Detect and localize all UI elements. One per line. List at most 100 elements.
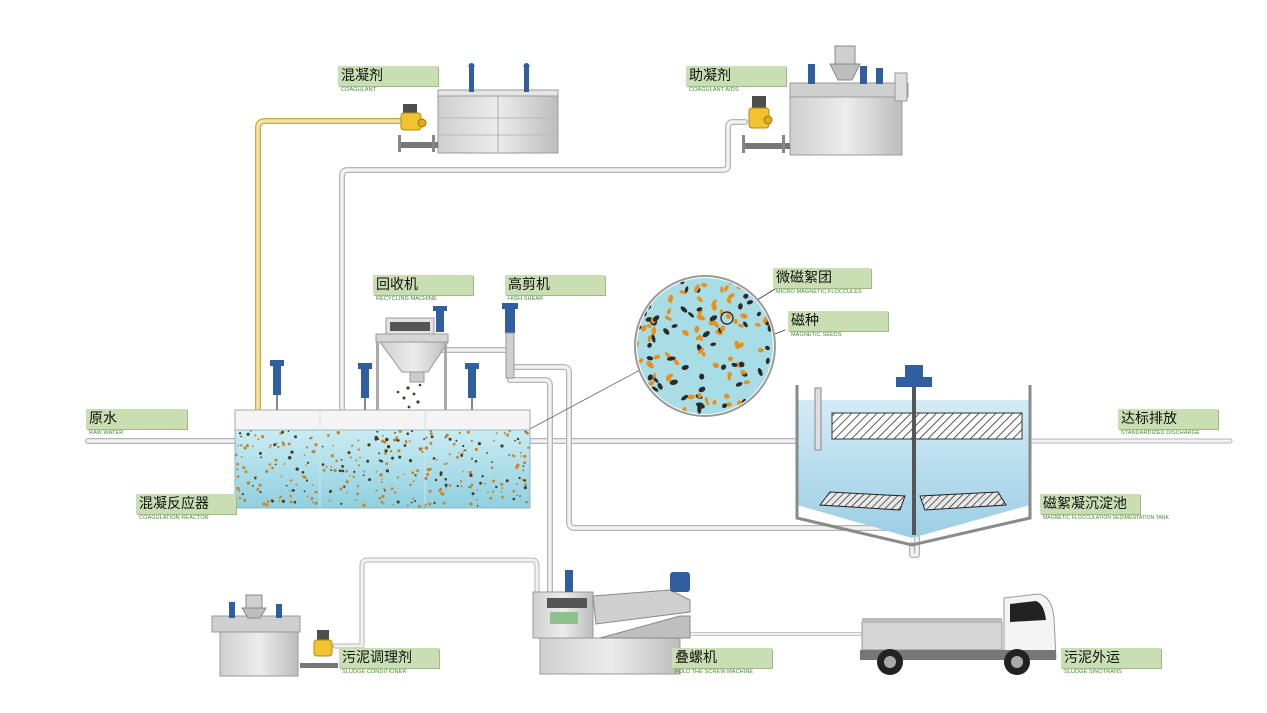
reactor-particle [522, 469, 525, 472]
reactor-particle [336, 431, 340, 435]
reactor-particle [469, 502, 473, 506]
reactor-particle [476, 505, 479, 507]
floc-particle [754, 322, 761, 327]
reactor-particle [376, 430, 379, 433]
sludge-truck [860, 593, 1057, 675]
reactor-particle [471, 457, 473, 460]
reactor-particle [303, 454, 306, 456]
reactor-particle [444, 478, 448, 481]
reactor-particle [380, 459, 384, 463]
floc-particle [647, 374, 653, 381]
reactor-particle [514, 439, 516, 442]
floc-particle [720, 325, 726, 332]
reactor-particle [490, 466, 494, 470]
reactor-particle [424, 446, 429, 450]
floc-particle [733, 318, 738, 325]
reactor-particle [237, 444, 239, 447]
reactor-particle [489, 496, 493, 500]
reactor-particle [404, 439, 408, 443]
floc-particle [734, 340, 740, 350]
label-coagulant-aids-en: COAGULANT AIDS [689, 87, 739, 93]
floc-particle [695, 402, 704, 406]
reactor-particle [458, 452, 460, 454]
reactor-particle [458, 431, 461, 435]
floc-particle [735, 382, 743, 387]
label-sedimentation-tank-cn: 磁絮凝沉淀池 [1043, 496, 1127, 512]
reactor-particle [474, 460, 478, 463]
reactor-particle [508, 430, 511, 433]
reactor-particle [394, 432, 396, 434]
floc-particle [645, 401, 651, 407]
reactor-particle [340, 459, 343, 461]
reactor-particle [339, 487, 343, 491]
reactor-particle [357, 439, 360, 442]
reactor-particle [355, 459, 358, 462]
reactor-particle [278, 500, 281, 502]
label-sedimentation-tank-en: MAGNETIC FLOCCULATION SEDIMENTATION TANK [1043, 515, 1170, 521]
reactor-particle [439, 492, 442, 494]
floc-particle [680, 306, 688, 313]
reactor-particle [512, 454, 515, 457]
reactor-particle [280, 475, 283, 478]
reactor-particle [381, 478, 383, 481]
reactor-particle [483, 482, 486, 485]
reactor-particle [249, 430, 252, 433]
reactor-particle [383, 487, 386, 491]
reactor-particle [314, 490, 318, 494]
reactor-particle [417, 504, 421, 508]
floc-particle [711, 299, 717, 307]
floc-particle [712, 320, 720, 328]
reactor-particle [448, 453, 451, 456]
reactor-particle [281, 499, 285, 503]
high-shear-machine [502, 303, 518, 379]
floc-particle [743, 380, 750, 385]
floc-particle [653, 354, 661, 360]
reactor-particle [375, 470, 378, 473]
floc-particle [743, 293, 749, 299]
floc-particle [648, 399, 654, 408]
reactor-particle [416, 469, 420, 473]
reactor-particle [245, 444, 249, 448]
reactor-particle [500, 482, 504, 486]
reactor-particle [423, 506, 426, 508]
floc-particle [637, 382, 643, 388]
coagulation-reactor [234, 360, 531, 509]
floc-particle [738, 303, 743, 310]
reactor-particle [362, 474, 365, 476]
reactor-particle [378, 496, 382, 500]
reactor-particle [476, 498, 478, 501]
reactor-particle [412, 480, 415, 483]
pipes [85, 118, 1233, 649]
floc-particle [720, 286, 724, 293]
reactor-particle [242, 466, 246, 470]
reactor-particle [438, 488, 442, 492]
reactor-particle [520, 451, 522, 454]
floc-particle [698, 347, 704, 354]
reactor-particle [462, 444, 465, 448]
reactor-particle [259, 490, 262, 494]
reactor-particle [383, 440, 387, 444]
reactor-particle [303, 475, 307, 479]
reactor-particle [448, 484, 452, 487]
floc-particle [740, 369, 746, 375]
floc-particle [644, 394, 651, 401]
floc-particle [653, 377, 659, 383]
reactor-particle [396, 500, 400, 504]
reactor-particle [520, 455, 522, 457]
reactor-particle [321, 463, 325, 466]
reactor-particle [338, 469, 342, 473]
reactor-particle [236, 468, 239, 471]
reactor-particle [393, 491, 397, 494]
coagulant-aid-dosing-device [742, 45, 909, 156]
reactor-particle [503, 432, 506, 435]
label-recycling-machine-cn: 回收机 [376, 277, 418, 293]
reactor-particle [522, 465, 525, 467]
reactor-particle [295, 467, 299, 471]
reactor-particle [469, 486, 472, 489]
reactor-particle [432, 457, 436, 460]
reactor-particle [265, 469, 269, 473]
floc-particle [757, 289, 762, 296]
reactor-particle [492, 479, 496, 483]
reactor-particle [448, 437, 452, 441]
reactor-particle [356, 485, 360, 488]
